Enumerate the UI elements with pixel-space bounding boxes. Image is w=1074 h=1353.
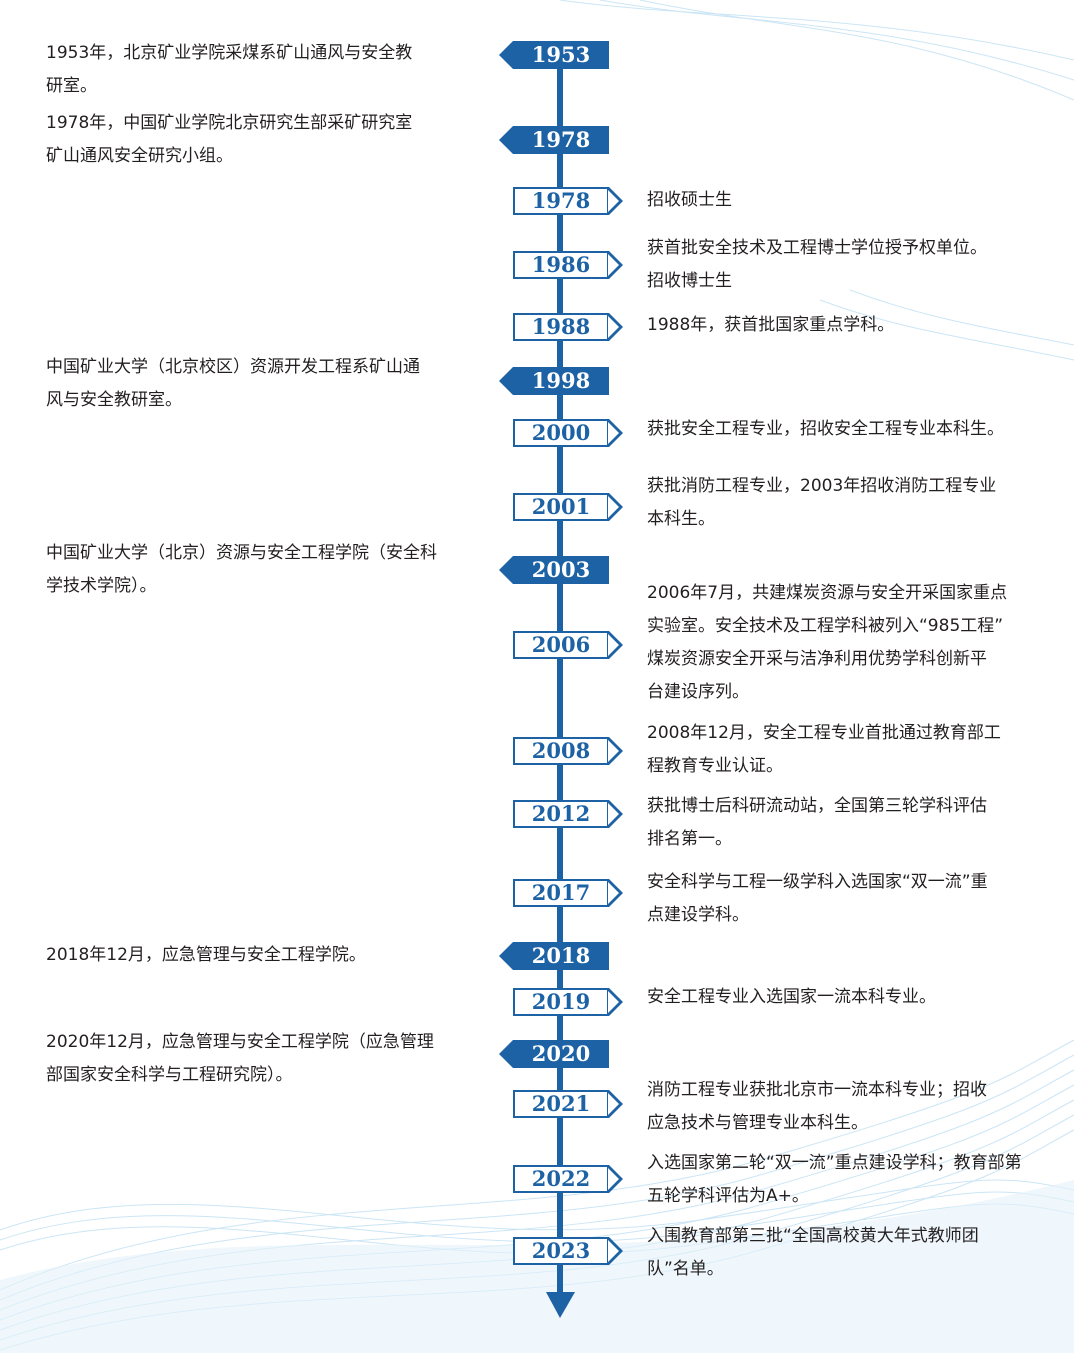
- year-marker-1978-left: 1978: [499, 126, 609, 154]
- event-text-1998: 中国矿业大学（北京校区）资源开发工程系矿山通 风与安全教研室。: [46, 357, 420, 410]
- year-marker-1978-right: 1978: [513, 187, 623, 215]
- year-label: 2017: [531, 880, 591, 905]
- year-marker-2022: 2022: [513, 1165, 623, 1193]
- event-text-2019: 安全工程专业入选国家一流本科专业。: [647, 987, 936, 1007]
- year-marker-1988: 1988: [513, 313, 623, 341]
- event-text-2020: 2020年12月，应急管理与安全工程学院（应急管理 部国家安全科学与工程研究院）…: [46, 1032, 434, 1085]
- year-marker-1953: 1953: [499, 41, 609, 69]
- event-text-2001: 获批消防工程专业，2003年招收消防工程专业 本科生。: [647, 476, 997, 529]
- year-marker-2018: 2018: [499, 942, 609, 970]
- year-marker-2006: 2006: [513, 631, 623, 659]
- year-marker-2021: 2021: [513, 1090, 623, 1118]
- year-label: 2000: [531, 420, 591, 445]
- year-marker-1986: 1986: [513, 251, 623, 279]
- year-marker-2023: 2023: [513, 1237, 623, 1265]
- event-text-2012: 获批博士后科研流动站，全国第三轮学科评估 排名第一。: [647, 796, 987, 849]
- year-label: 2003: [531, 557, 591, 582]
- event-text-1988: 1988年，获首批国家重点学科。: [647, 315, 895, 335]
- event-text-2008: 2008年12月，安全工程专业首批通过教育部工 程教育专业认证。: [647, 723, 1001, 776]
- year-marker-2001: 2001: [513, 493, 623, 521]
- year-label: 2012: [531, 801, 591, 826]
- year-label: 1998: [531, 368, 591, 393]
- year-label: 1988: [531, 314, 591, 339]
- event-text-2021: 消防工程专业获批北京市一流本科专业；招收 应急技术与管理专业本科生。: [647, 1080, 987, 1133]
- year-label: 1986: [531, 252, 591, 277]
- year-label: 2018: [531, 943, 591, 968]
- year-label: 2023: [531, 1238, 591, 1263]
- year-marker-2012: 2012: [513, 800, 623, 828]
- event-text-1953: 1953年，北京矿业学院采煤系矿山通风与安全教 研室。: [46, 43, 413, 96]
- event-text-1978-left: 1978年，中国矿业学院北京研究生部采矿研究室 矿山通风安全研究小组。: [46, 113, 413, 166]
- year-label: 2019: [531, 989, 591, 1014]
- event-text-2003: 中国矿业大学（北京）资源与安全工程学院（安全科 学技术学院）。: [46, 543, 437, 596]
- year-marker-2003: 2003: [499, 556, 609, 584]
- year-label: 1978: [531, 127, 591, 152]
- timeline-arrow-head: [546, 1292, 575, 1318]
- event-text-2023: 入围教育部第三批“全国高校黄大年式教师团 队”名单。: [647, 1226, 979, 1279]
- year-label: 2021: [531, 1091, 591, 1116]
- event-text-2000: 获批安全工程专业，招收安全工程专业本科生。: [647, 419, 1004, 439]
- year-marker-1998: 1998: [499, 367, 609, 395]
- year-marker-2019: 2019: [513, 988, 623, 1016]
- year-marker-2020: 2020: [499, 1040, 609, 1068]
- year-label: 1978: [531, 188, 591, 213]
- year-marker-2017: 2017: [513, 879, 623, 907]
- year-label: 2001: [531, 494, 591, 519]
- year-marker-2000: 2000: [513, 419, 623, 447]
- year-label: 2008: [531, 738, 591, 763]
- year-marker-2008: 2008: [513, 737, 623, 765]
- year-label: 1953: [531, 42, 591, 67]
- year-label: 2020: [531, 1041, 591, 1066]
- event-text-1978-right: 招收硕士生: [647, 190, 732, 210]
- event-text-2017: 安全科学与工程一级学科入选国家“双一流”重 点建设学科。: [647, 872, 988, 925]
- year-label: 2022: [531, 1166, 591, 1191]
- timeline-line: [557, 60, 563, 1292]
- event-text-2022: 入选国家第二轮“双一流”重点建设学科；教育部第 五轮学科评估为A+。: [647, 1153, 1022, 1206]
- year-label: 2006: [531, 632, 591, 657]
- event-text-2006: 2006年7月，共建煤炭资源与安全开采国家重点 实验室。安全技术及工程学科被列入…: [647, 583, 1008, 702]
- event-text-2018: 2018年12月，应急管理与安全工程学院。: [46, 945, 366, 965]
- event-text-1986: 获首批安全技术及工程博士学位授予权单位。 招收博士生: [647, 238, 987, 291]
